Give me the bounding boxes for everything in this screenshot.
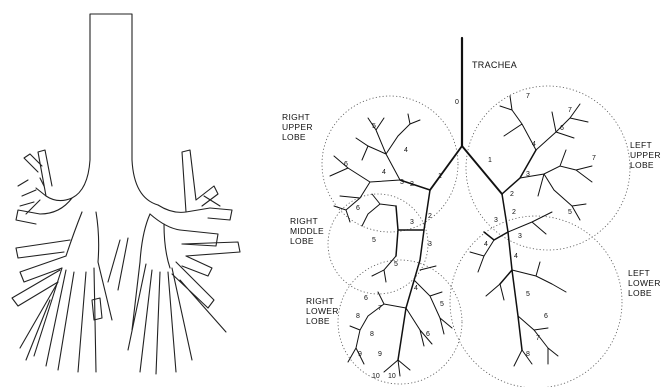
generation-number: 4: [404, 147, 408, 154]
left-upper-lobe-region: [466, 86, 630, 250]
generation-number: 6: [544, 313, 548, 320]
generation-number: 6: [344, 161, 348, 168]
generation-number: 2: [428, 213, 432, 220]
generation-number: 4: [484, 241, 488, 248]
generation-number: 8: [526, 351, 530, 358]
generation-number: 3: [518, 233, 522, 240]
generation-number: 3: [428, 241, 432, 248]
generation-number: 6: [426, 331, 430, 338]
generation-number: 5: [526, 291, 530, 298]
left-lower-lobe-label: LEFT LOWER LOBE: [628, 268, 663, 298]
generation-number: 3: [494, 217, 498, 224]
generation-number: 10: [388, 373, 396, 380]
generation-number: 4: [532, 141, 536, 148]
right-middle-lobe-label: RIGHT MIDDLE LOBE: [290, 216, 327, 246]
generation-number: 6: [560, 125, 564, 132]
generation-number: 8: [356, 313, 360, 320]
generation-number: 5: [372, 123, 376, 130]
right-upper-lobe-region: [322, 96, 458, 232]
generation-numbers: 0 1 1 2 2 2 2 3 3 3 3 3 3 4 4 4 4 4 4 5 …: [344, 93, 596, 380]
generation-number: 3: [410, 219, 414, 226]
generation-number: 5: [372, 237, 376, 244]
generation-number: 0: [455, 99, 459, 106]
generation-number: 6: [364, 295, 368, 302]
generation-number: 2: [410, 181, 414, 188]
generation-number: 4: [514, 253, 518, 260]
generation-number: 5: [568, 209, 572, 216]
generation-number: 3: [526, 171, 530, 178]
generation-number: 1: [438, 173, 442, 180]
generation-number: 5: [440, 301, 444, 308]
generation-number: 4: [382, 169, 386, 176]
right-lower-lobe-region: [338, 260, 462, 384]
right-lower-lobe-label: RIGHT LOWER LOBE: [306, 296, 341, 326]
generation-number: 3: [400, 179, 404, 186]
generation-number: 7: [592, 155, 596, 162]
generation-number: 7: [526, 93, 530, 100]
generation-number: 7: [568, 107, 572, 114]
generation-number: 9: [358, 351, 362, 358]
generation-number: 1: [488, 157, 492, 164]
generation-number: 2: [512, 209, 516, 216]
anatomical-bronchial-tree: [12, 14, 240, 374]
generation-number: 7: [536, 335, 540, 342]
generation-number: 10: [372, 373, 380, 380]
trachea-label: TRACHEA: [472, 60, 517, 70]
schematic-airway-tree: [330, 38, 592, 376]
generation-number: 9: [378, 351, 382, 358]
generation-number: 8: [370, 331, 374, 338]
generation-number: 7: [378, 305, 382, 312]
lobe-labels: TRACHEA RIGHT UPPER LOBE RIGHT MIDDLE LO…: [282, 60, 663, 326]
generation-number: 4: [414, 285, 418, 292]
right-upper-lobe-label: RIGHT UPPER LOBE: [282, 112, 315, 142]
generation-number: 5: [394, 261, 398, 268]
left-lower-lobe-region: [450, 216, 622, 387]
lobe-regions: [322, 86, 630, 387]
generation-number: 2: [510, 191, 514, 198]
generation-number: 6: [356, 205, 360, 212]
left-upper-lobe-label: LEFT UPPER LOBE: [630, 140, 663, 170]
